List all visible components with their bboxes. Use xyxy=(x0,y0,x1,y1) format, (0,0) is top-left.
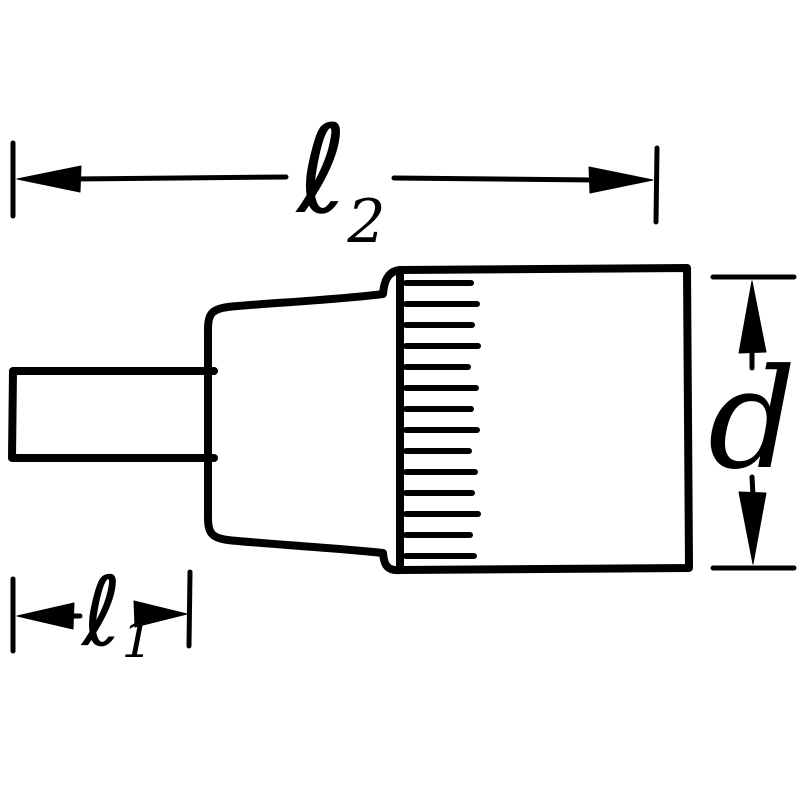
l1-subscript: 1 xyxy=(122,611,154,669)
d-dimension-line-bottom xyxy=(749,474,756,498)
l2-label: ℓ2 xyxy=(295,99,386,257)
l2-dimension-line-left xyxy=(71,174,289,182)
l2-symbol: ℓ xyxy=(295,99,347,241)
l1-label: ℓ1 xyxy=(80,556,153,669)
d-arrowhead-down-icon xyxy=(738,491,767,565)
knurling xyxy=(403,280,481,559)
dimension-l2: ℓ2 xyxy=(10,99,660,257)
hex-shank xyxy=(8,367,218,462)
dimension-l1: ℓ1 xyxy=(10,556,193,669)
l1-arrowhead-right-icon xyxy=(133,600,188,628)
l2-arrowhead-right-icon xyxy=(588,166,654,194)
l2-arrowhead-left-icon xyxy=(16,165,82,193)
dimension-d: d xyxy=(708,274,797,571)
socket-drawing xyxy=(8,264,693,575)
ink-layer: ℓ2 xyxy=(8,99,797,669)
l1-extension-tick-right xyxy=(186,569,193,649)
d-label: d xyxy=(708,339,796,500)
l2-subscript: 2 xyxy=(346,187,385,257)
l2-extension-tick-right xyxy=(653,145,660,225)
l2-dimension-line-right xyxy=(391,175,599,183)
l1-arrowhead-left-icon xyxy=(16,602,75,630)
socket-body xyxy=(396,264,693,574)
l1-symbol: ℓ xyxy=(80,556,122,668)
collar xyxy=(204,266,404,575)
fill-layer: ℓ2 xyxy=(8,99,797,669)
